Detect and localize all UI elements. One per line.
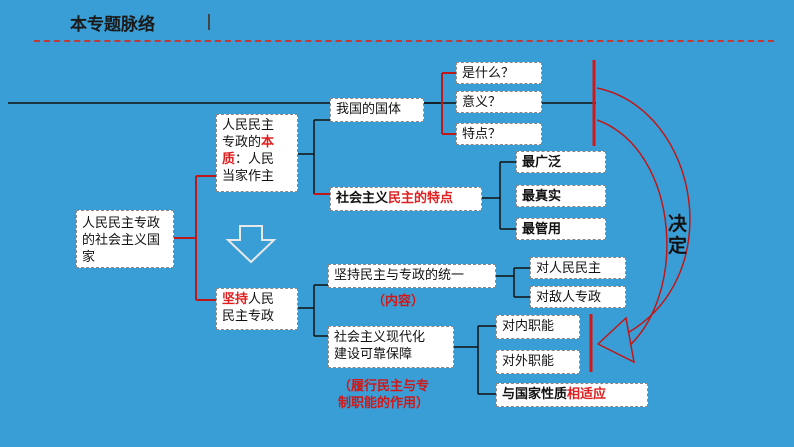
unity-node: 坚持民主与专政的统一	[328, 264, 496, 288]
guarantee-node: 社会主义现代化 建设可靠保障	[328, 326, 454, 368]
decide-line2: 定	[668, 235, 688, 257]
feature-red: 民主的特点	[388, 191, 454, 206]
feature-child-broadest: 最广泛	[516, 151, 606, 173]
decide-label: 决 定	[668, 213, 687, 257]
function-internal: 对内职能	[496, 315, 580, 339]
essence-line3-post: ：人民	[235, 152, 275, 167]
unity-child-people: 对人民民主	[530, 257, 626, 279]
guarantee-line2: 建设可靠保障	[334, 347, 413, 362]
uphold-line2: 民主专政	[222, 309, 275, 324]
unity-text: 坚持民主与专政的统一	[334, 268, 465, 283]
essence-line2-red: 本	[261, 135, 275, 150]
page-title: 本专题脉络	[70, 15, 155, 35]
function-external-text: 对外职能	[502, 354, 555, 369]
essence-node: 人民民主 专政的本 质：人民 当家作主	[216, 114, 298, 192]
guoti-child-meaning: 意义？	[456, 91, 542, 113]
suit-pre: 与国家性质	[502, 387, 568, 402]
root-node: 人民民主专政的社会主义国家	[76, 210, 174, 268]
essence-line4: 当家作主	[222, 169, 275, 184]
essence-line3-red: 质	[222, 152, 236, 167]
uphold-red: 坚持	[222, 292, 249, 307]
title-divider	[208, 14, 210, 30]
feature-child-truest: 最真实	[516, 185, 606, 207]
uphold-node: 坚持人民 民主专政	[216, 288, 298, 330]
feature-node: 社会主义民主的特点	[330, 187, 482, 211]
unity-child-people-text: 对人民民主	[536, 261, 602, 276]
guoti-child-meaning-text: 意义？	[462, 95, 502, 110]
decide-arrow-head	[596, 316, 636, 364]
decide-line1: 决	[668, 213, 688, 235]
feature-child-useful: 最管用	[516, 218, 606, 240]
root-text: 人民民主专政的社会主义国家	[82, 216, 161, 265]
essence-line2-pre: 专政的	[222, 135, 262, 150]
header-rule	[34, 40, 774, 42]
function-external: 对外职能	[496, 350, 580, 374]
decide-arrow-outer	[596, 87, 691, 337]
essence-line1: 人民民主	[222, 118, 275, 133]
uphold-line1-post: 人民	[248, 292, 275, 307]
guoti-node: 我国的国体	[330, 98, 424, 122]
guoti-text: 我国的国体	[336, 102, 402, 117]
guoti-child-what: 是什么？	[456, 62, 542, 84]
guoti-child-features: 特点？	[456, 123, 542, 145]
unity-annotation: （内容）	[372, 294, 425, 309]
feature-child-truest-text: 最真实	[522, 189, 562, 204]
down-arrow	[225, 225, 277, 264]
unity-child-enemy-text: 对敌人专政	[536, 290, 602, 305]
feature-pre: 社会主义	[336, 191, 389, 206]
suit-node: 与国家性质相适应	[496, 383, 648, 407]
uphold-line1: 坚持人民	[222, 291, 292, 308]
feature-child-useful-text: 最管用	[522, 222, 562, 237]
essence-line2: 专政的本	[222, 134, 292, 151]
suit-red: 相适应	[567, 387, 607, 402]
decide-arrow-inner	[596, 119, 668, 353]
guarantee-line1: 社会主义现代化	[334, 330, 426, 345]
feature-child-broadest-text: 最广泛	[522, 155, 562, 170]
essence-line3: 质：人民	[222, 151, 292, 168]
guarantee-annotation-line2: 制职能的作用）	[338, 396, 430, 411]
guarantee-annotation: （履行民主与专 制职能的作用）	[338, 378, 429, 412]
function-internal-text: 对内职能	[502, 319, 555, 334]
guoti-child-features-text: 特点？	[462, 127, 502, 142]
unity-child-enemy: 对敌人专政	[530, 286, 626, 308]
guarantee-annotation-line1: （履行民主与专	[338, 379, 430, 394]
guoti-child-what-text: 是什么？	[462, 66, 515, 81]
